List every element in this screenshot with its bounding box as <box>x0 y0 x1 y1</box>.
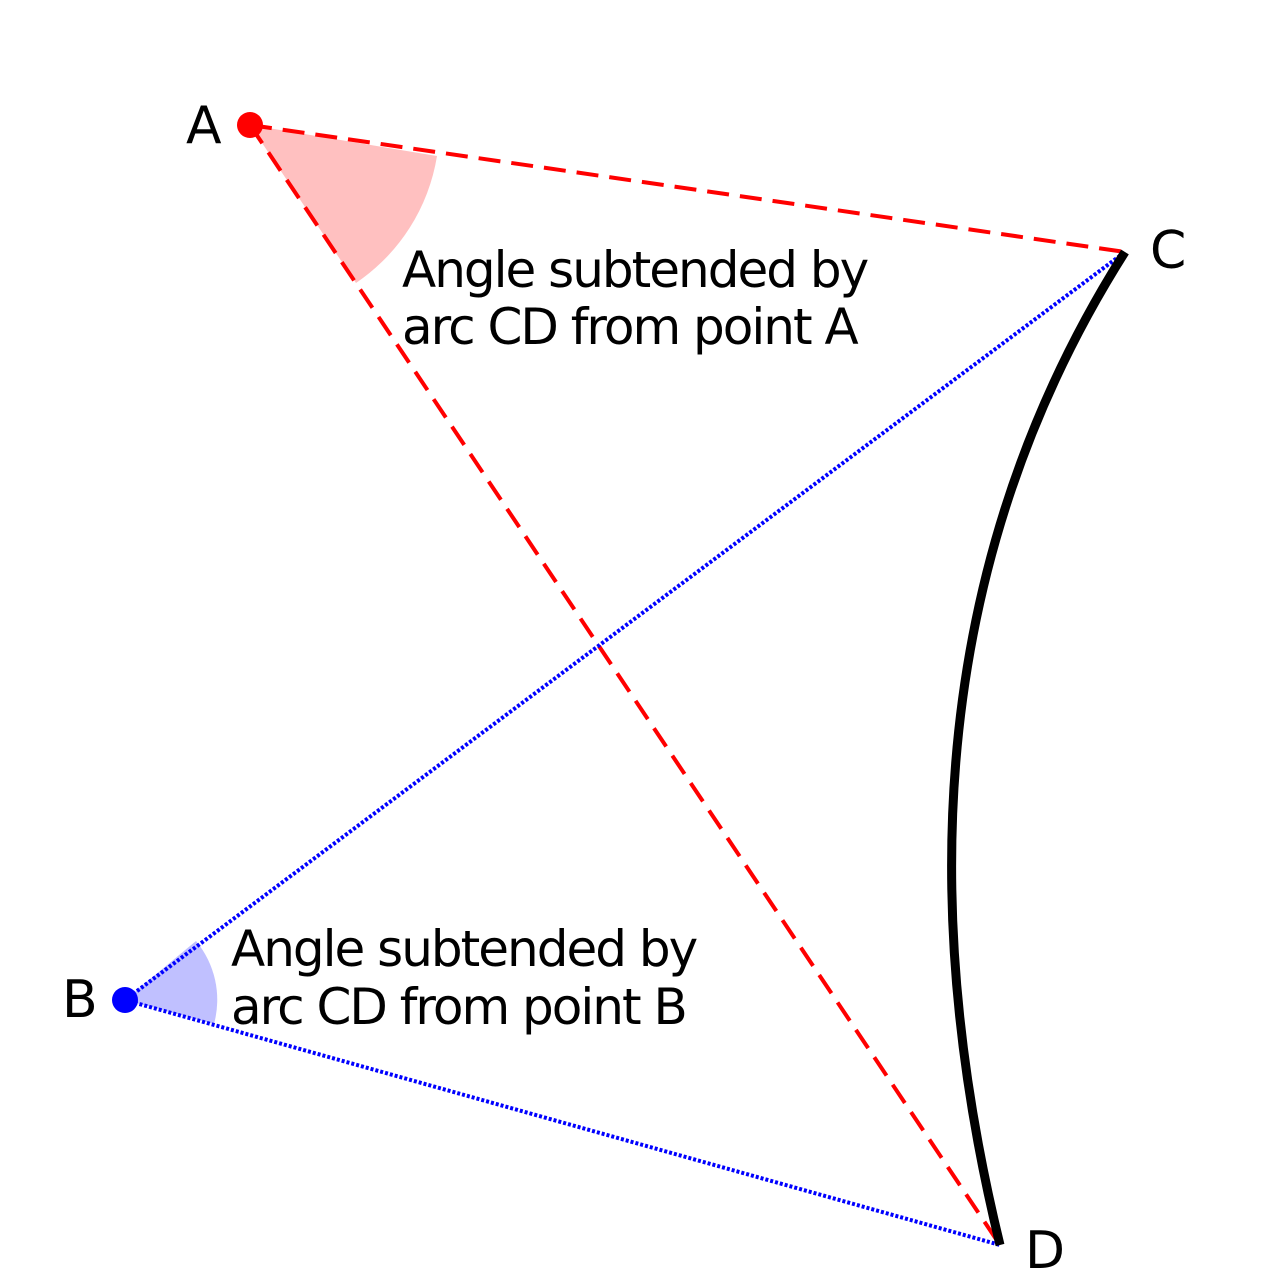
label-c: C <box>1150 221 1186 281</box>
point-b <box>112 987 138 1013</box>
line-b-to-d <box>124 998 1001 1247</box>
annotation-angle-a-line1: Angle subtended by <box>402 241 869 299</box>
label-b: B <box>62 970 98 1030</box>
point-a <box>237 112 263 138</box>
label-a: A <box>186 96 222 156</box>
line-a-to-d <box>248 123 1002 1247</box>
angle-sector-a <box>250 125 437 283</box>
arc-cd <box>947 249 1129 1247</box>
angle-sector-b <box>125 941 218 1024</box>
line-b-to-c <box>123 250 1127 1002</box>
annotation-angle-a: Angle subtended by arc CD from point A <box>402 241 881 356</box>
annotation-angle-b: Angle subtended by arc CD from point B <box>231 920 710 1036</box>
annotation-angle-a-line2: arc CD from point A <box>402 298 858 356</box>
line-a-to-c <box>249 123 1126 254</box>
annotation-angle-b-line1: Angle subtended by <box>231 920 698 978</box>
annotation-angle-b-line2: arc CD from point B <box>231 978 686 1036</box>
label-d: D <box>1025 1221 1065 1280</box>
